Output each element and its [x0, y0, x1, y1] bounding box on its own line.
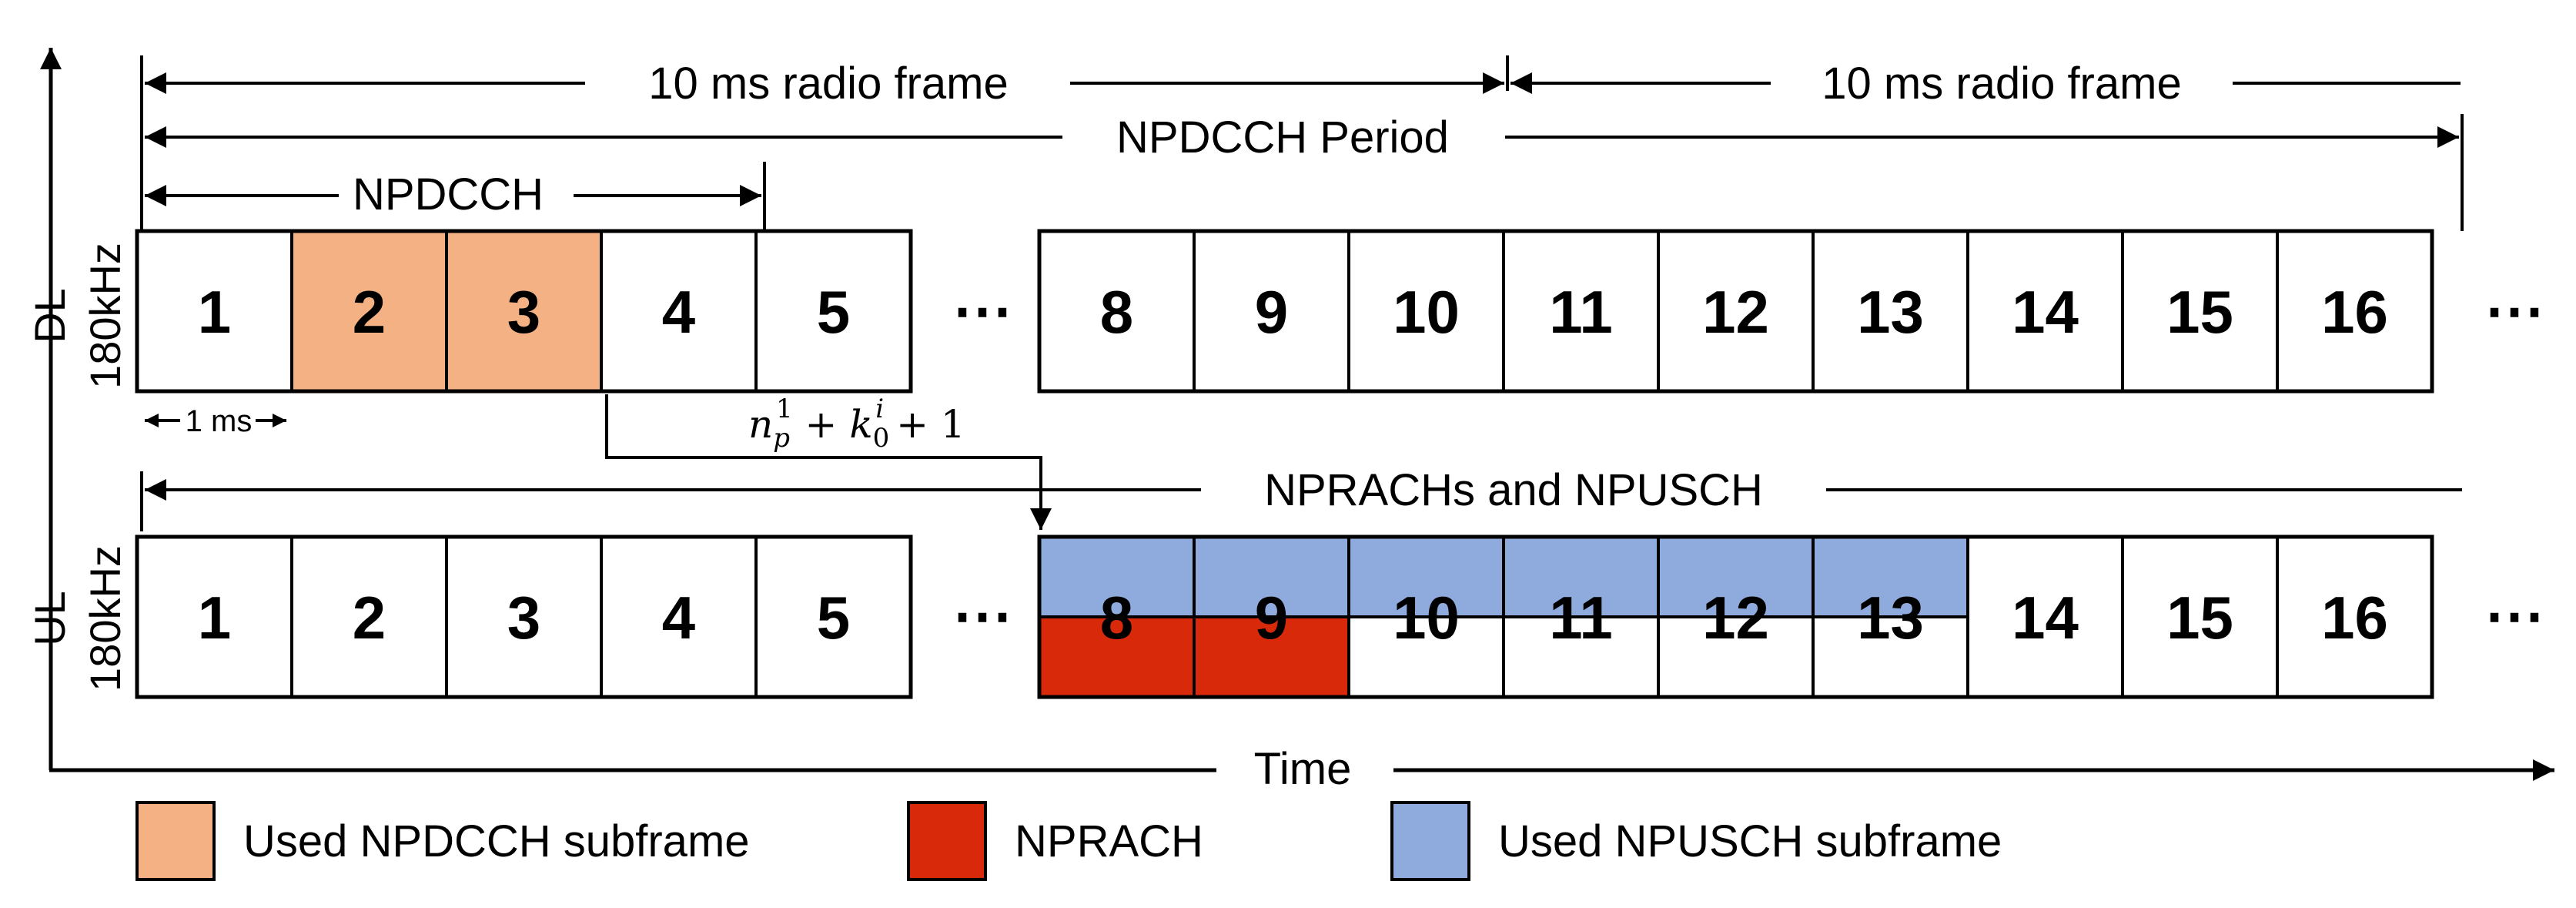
dl-subframe-label-16: 16	[2321, 278, 2388, 346]
npdcch-period-label: NPDCCH Period	[1116, 112, 1449, 163]
dl-subframe-label-14: 14	[2012, 278, 2079, 346]
dl-subframe-label-4: 4	[662, 278, 695, 346]
ul-subframe-14	[1968, 537, 2123, 697]
ul-subframe-label-1: 1	[198, 584, 231, 652]
legend: Used NPDCCH subframe NPRACH Used NPUSCH su…	[135, 801, 2002, 881]
dl-subframe-2	[292, 231, 447, 391]
dl-subframe-label-9: 9	[1255, 278, 1288, 346]
dl-subframe-11	[1504, 231, 1658, 391]
ul-subframe-16	[2277, 537, 2432, 697]
formula-k-sub: 0	[873, 423, 890, 454]
formula-n-sup: 1	[776, 394, 793, 424]
ul-subframe-13-npusch-fill	[1813, 537, 1968, 617]
ul-dimension	[140, 471, 2462, 531]
ul-subframe-3	[447, 537, 601, 697]
dl-subframe-label-10: 10	[1393, 278, 1460, 346]
dl-subframe-label-1: 1	[198, 278, 231, 346]
dl-subframe-8	[1039, 231, 1194, 391]
dl-ellipsis-end: ⋯	[2484, 276, 2544, 344]
ul-subframe-8-npusch-fill	[1039, 537, 1194, 617]
timing-offset-formula: np1 + k0i + 1	[748, 394, 965, 454]
dl-axis-label: DL 180kHz	[25, 243, 129, 389]
ul-subframe-15	[2123, 537, 2277, 697]
svg-text:np1 + k0i + 1: np1 + k0i + 1	[748, 394, 965, 454]
formula-n: n	[748, 402, 773, 447]
dl-subframe-13	[1813, 231, 1968, 391]
dl-subframe-label-13: 13	[1857, 278, 1924, 346]
formula-k: k	[849, 402, 872, 447]
dl-subframe-9	[1194, 231, 1349, 391]
ul-subframe-5	[756, 537, 911, 697]
dl-subframe-4	[601, 231, 756, 391]
ul-ellipsis-end: ⋯	[2484, 581, 2544, 649]
ul-axis-label: UL 180kHz	[25, 545, 129, 692]
ul-subframe-label-3: 3	[507, 584, 540, 652]
ul-subframe-label-16: 16	[2321, 584, 2388, 652]
ul-subframe-label-15: 15	[2166, 584, 2233, 652]
legend-label-2: Used NPUSCH subframe	[1498, 816, 2002, 866]
radio-frame-1-label: 10 ms radio frame	[648, 59, 1008, 109]
dl-subframe-label-2: 2	[353, 278, 386, 346]
dl-subframe-label-8: 8	[1100, 278, 1133, 346]
ul-subframe-9-nprach-fill	[1194, 617, 1349, 697]
ul-subframe-11-npusch-fill	[1504, 537, 1658, 617]
legend-label-1: NPRACH	[1015, 816, 1203, 866]
dl-axis-label-line2: 180kHz	[81, 243, 129, 389]
dl-subframe-3	[447, 231, 601, 391]
dl-subframe-label-15: 15	[2166, 278, 2233, 346]
dl-subframe-1	[137, 231, 292, 391]
time-axis-label: Time	[1254, 744, 1352, 794]
ul-subframe-9-npusch-fill	[1194, 537, 1349, 617]
dl-axis-label-line1: DL	[25, 288, 74, 343]
ul-subframe-label-5: 5	[817, 584, 850, 652]
dl-ellipsis-mid: ⋯	[952, 276, 1012, 344]
ul-ellipsis-mid: ⋯	[952, 581, 1012, 649]
dl-subframe-5	[756, 231, 911, 391]
dl-subframe-label-5: 5	[817, 278, 850, 346]
nprach-npusch-label: NPRACHs and NPUSCH	[1264, 465, 1763, 515]
scheduling-delay-arrow	[605, 394, 1052, 530]
ul-axis-label-line2: 180kHz	[81, 545, 129, 692]
radio-frame-2-label: 10 ms radio frame	[1822, 59, 2181, 109]
ul-subframe-1	[137, 537, 292, 697]
legend-swatch-2	[1390, 801, 1470, 881]
ul-subframe-label-4: 4	[662, 584, 695, 652]
ul-subframe-4	[601, 537, 756, 697]
dl-subframe-3-npdcch-fill	[447, 231, 601, 391]
dl-subframe-label-3: 3	[507, 278, 540, 346]
npdcch-label: NPDCCH	[353, 169, 544, 219]
formula-plus: +	[805, 402, 838, 447]
ul-subframe-10-npusch-fill	[1349, 537, 1504, 617]
dimension-lines	[140, 55, 2464, 231]
dl-subframe-12	[1658, 231, 1813, 391]
dl-subframe-label-11: 11	[1549, 278, 1612, 346]
legend-swatch-0	[135, 801, 216, 881]
legend-label-0: Used NPDCCH subframe	[243, 816, 750, 866]
ul-subframe-2	[292, 537, 447, 697]
formula-n-sub: p	[773, 423, 790, 454]
legend-swatch-1	[907, 801, 987, 881]
axes	[40, 48, 2554, 781]
dl-subframe-label-12: 12	[1702, 278, 1769, 346]
dl-subframe-2-npdcch-fill	[292, 231, 447, 391]
ul-subframe-label-2: 2	[353, 584, 386, 652]
ul-subframe-12-npusch-fill	[1658, 537, 1813, 617]
dl-subframe-15	[2123, 231, 2277, 391]
ul-subframe-8-nprach-fill	[1039, 617, 1194, 697]
ul-axis-label-line1: UL	[25, 591, 74, 646]
one-ms-label: 1 ms	[186, 404, 253, 438]
formula-tail: + 1	[896, 402, 965, 447]
dl-subframe-10	[1349, 231, 1504, 391]
ul-subframe-label-14: 14	[2012, 584, 2079, 652]
formula-k-sup: i	[875, 394, 884, 424]
dl-subframe-16	[2277, 231, 2432, 391]
dl-subframe-14	[1968, 231, 2123, 391]
